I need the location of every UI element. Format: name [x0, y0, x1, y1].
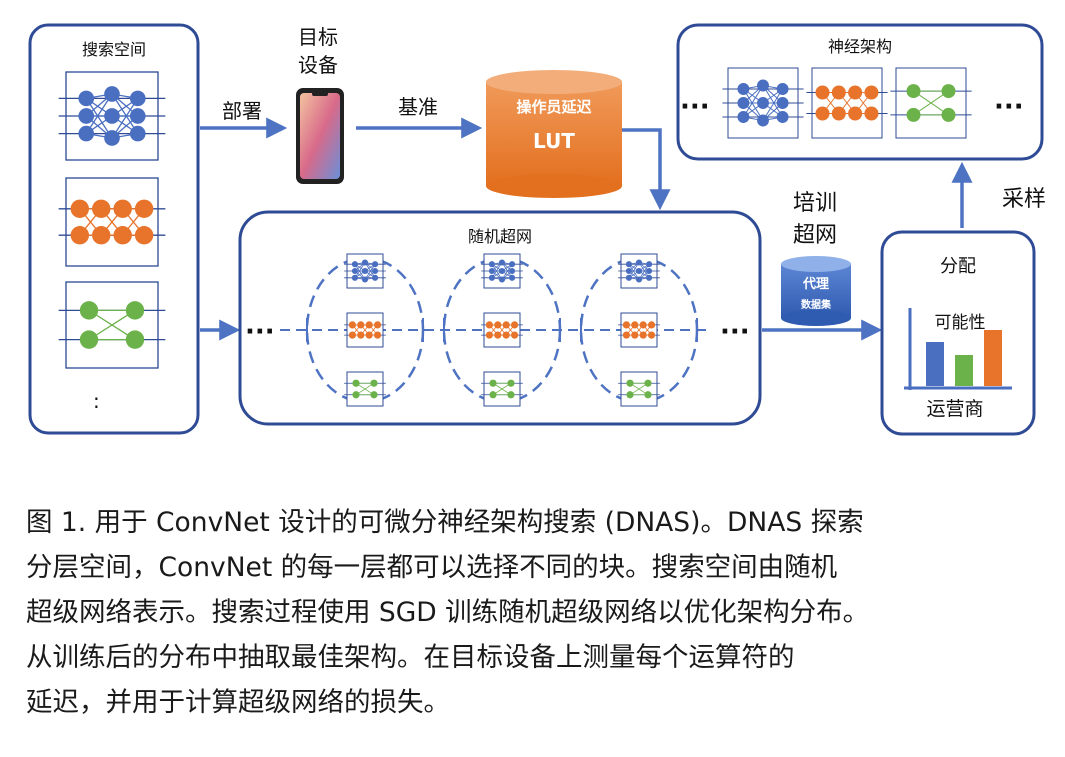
supernet-block-blue [344, 253, 386, 289]
caption-line: 分层空间，ConvNet 的每一层都可以选择不同的块。搜索空间由随机 [26, 552, 838, 583]
caption-line: 图 1. 用于 ConvNet 设计的可微分神经架构搜索 (DNAS)。DNAS… [26, 507, 864, 538]
block-icon-blue [58, 71, 166, 161]
block-icon-orange [58, 177, 166, 267]
supernet-block-orange [618, 312, 660, 348]
target-device-title-1: 目标 [298, 25, 338, 49]
supernet-layer [579, 253, 699, 407]
caption-line: 延迟，并用于计算超级网络的损失。 [26, 687, 450, 718]
distribution-ylabel: 可能性 [935, 313, 986, 333]
lut-label: LUT [533, 129, 575, 153]
search-space-block-green [58, 281, 166, 369]
arch-block-green [890, 67, 972, 139]
lut-cylinder [486, 70, 622, 198]
supernet-layer [305, 253, 425, 407]
lut-to-supernet-arrow [622, 128, 671, 211]
proxy-dataset-line2: 数据集 [801, 298, 832, 311]
search-space-block-blue [58, 71, 166, 161]
distribution-panel [880, 230, 1036, 436]
supernet-block-green [618, 371, 660, 407]
target-device-title-2: 设备 [298, 53, 338, 77]
architecture-title: 神经架构 [828, 37, 892, 56]
sample-label: 采样 [1002, 187, 1046, 212]
supernet-block-green [481, 371, 523, 407]
supernet-block-orange [481, 312, 523, 348]
supernet-dots-right: ··· [720, 317, 750, 347]
search-space-ellipsis: : [93, 389, 100, 413]
caption-line: 超级网络表示。搜索过程使用 SGD 训练随机超级网络以优化架构分布。 [26, 597, 870, 628]
architecture-panel [676, 23, 1044, 161]
caption-line: 从训练后的分布中抽取最佳架构。在目标设备上测量每个运算符的 [26, 642, 795, 673]
proxy-dataset-line1: 代理 [802, 276, 829, 292]
supernet-dots-left: ··· [245, 317, 275, 347]
supernet-block-blue [618, 253, 660, 289]
phone-icon [296, 88, 344, 184]
architecture-dots-right: ··· [994, 92, 1024, 122]
benchmark-label: 基准 [398, 95, 438, 119]
search-space-title: 搜索空间 [82, 40, 146, 59]
architecture-blocks [722, 67, 972, 139]
lut-title: 操作员延迟 [516, 98, 591, 116]
train-label-1: 培训 [793, 191, 837, 216]
dnas-diagram: 搜索空间 : 部署 目标 设备 基准 操作员延迟 LUT 随机超网 ··· ··… [28, 23, 1046, 436]
prob-bar-orange [984, 330, 1002, 386]
search-space-panel [28, 23, 200, 435]
arch-block-blue [722, 67, 804, 139]
train-label-2: 超网 [793, 223, 837, 248]
figure-caption: 图 1. 用于 ConvNet 设计的可微分神经架构搜索 (DNAS)。DNAS… [26, 500, 1046, 725]
architecture-dots-left: ··· [680, 92, 710, 122]
distribution-title: 分配 [940, 256, 976, 277]
prob-bar-green [955, 355, 973, 386]
arch-block-orange [806, 67, 888, 139]
supernet-layer [442, 253, 562, 407]
prob-bar-blue [926, 342, 944, 386]
search-space-block-orange [58, 177, 166, 267]
supernet-block-orange [344, 312, 386, 348]
supernet-title: 随机超网 [468, 227, 532, 246]
supernet-panel [238, 210, 762, 426]
block-icon-green [58, 281, 166, 369]
supernet-block-green [344, 371, 386, 407]
proxy-dataset-cylinder [781, 256, 851, 326]
distribution-xlabel: 运营商 [926, 398, 983, 420]
supernet-layers [280, 253, 712, 407]
supernet-block-blue [481, 253, 523, 289]
deploy-label: 部署 [222, 99, 262, 123]
